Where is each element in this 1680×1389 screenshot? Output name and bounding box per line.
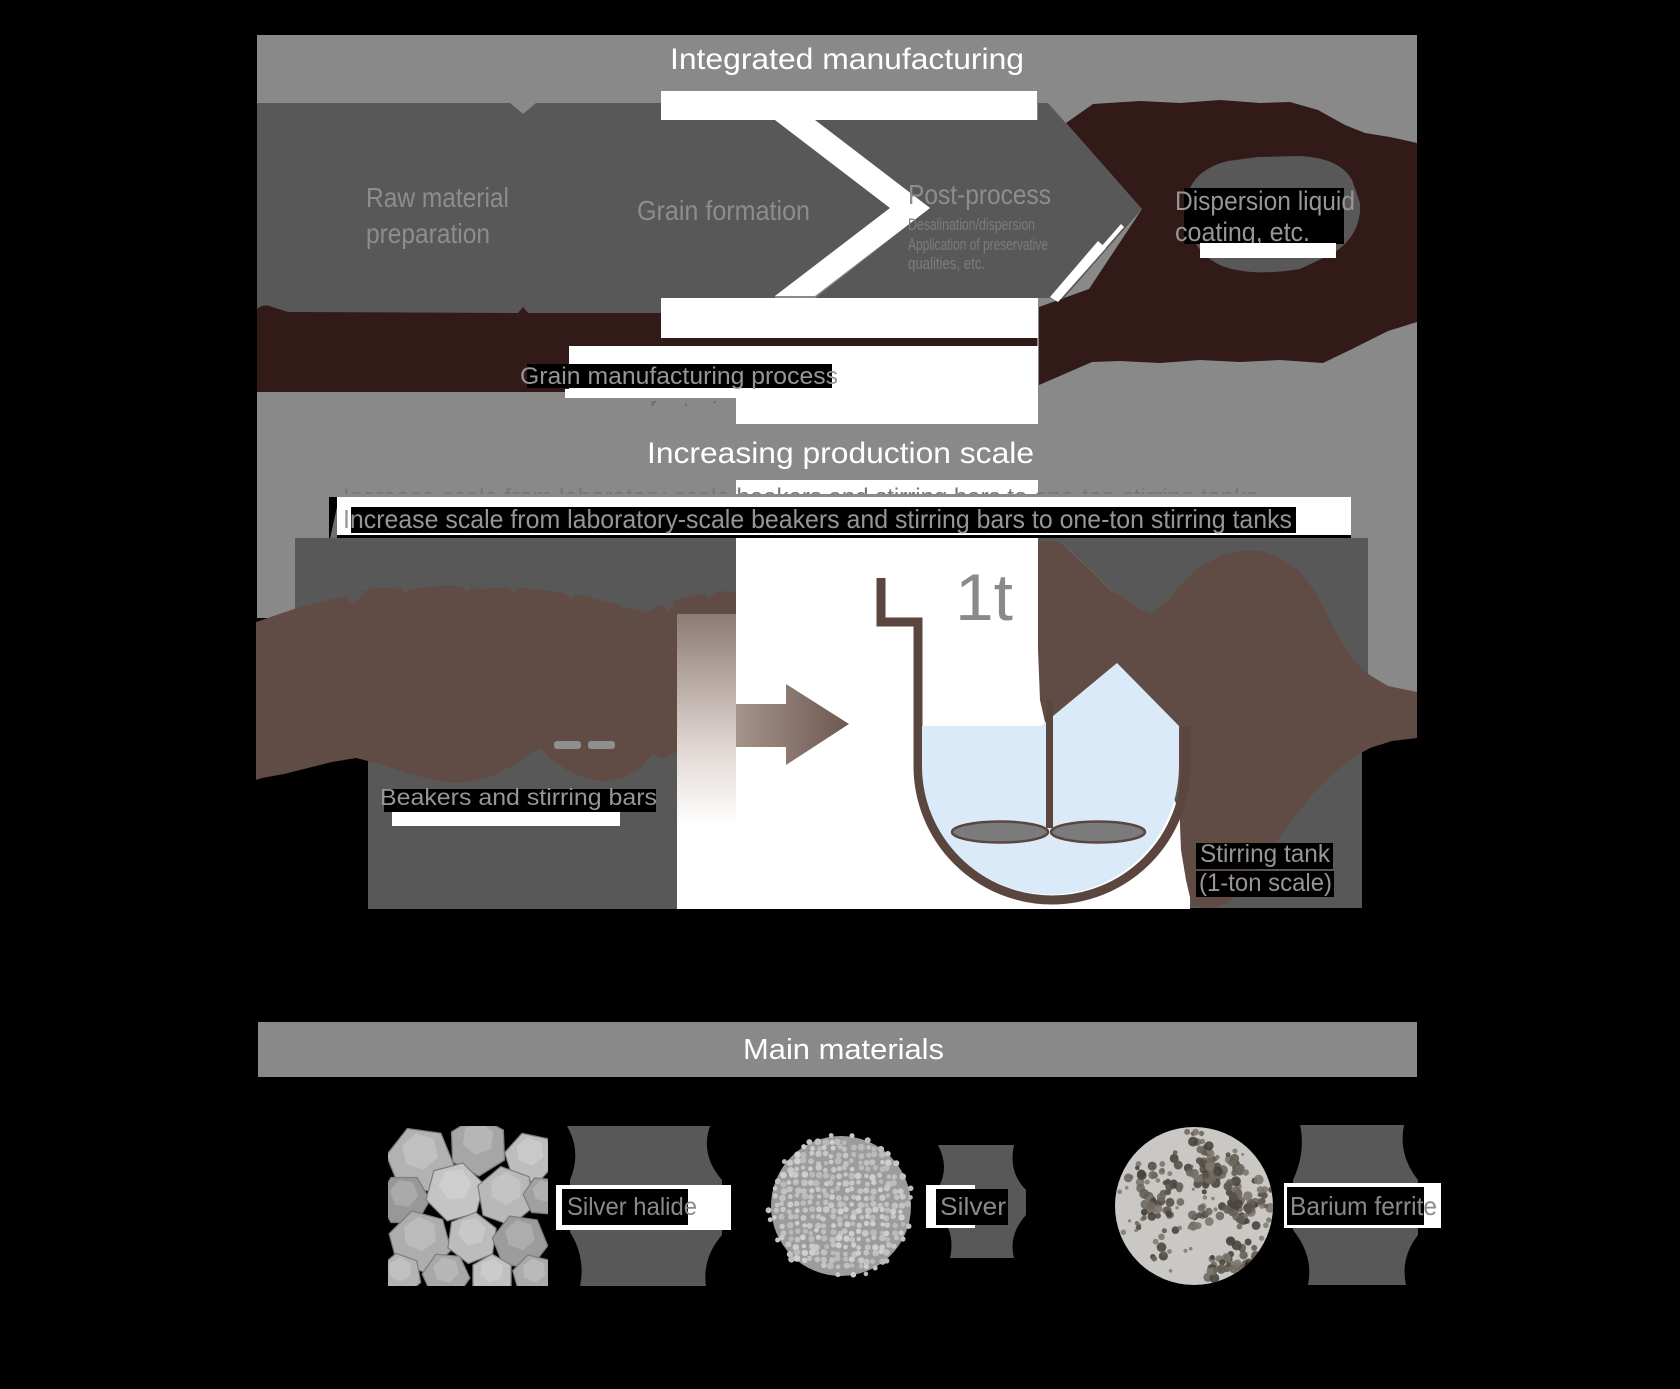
svg-text:Silver halide: Silver halide [567, 1193, 697, 1221]
svg-text:Dispersion liquid: Dispersion liquid [1175, 186, 1355, 216]
svg-text:Raw material: Raw material [366, 182, 509, 213]
svg-text:Beakers and stirring bars: Beakers and stirring bars [380, 784, 657, 810]
svg-text:(1-ton scale): (1-ton scale) [1199, 869, 1332, 897]
svg-text:Stirring tank: Stirring tank [1200, 840, 1330, 868]
svg-text:Desalination/dispersion: Desalination/dispersion [908, 215, 1035, 234]
svg-text:Increasing production scale: Increasing production scale [647, 437, 1034, 470]
svg-text:Integrated manufacturing: Integrated manufacturing [670, 43, 1024, 76]
svg-text:Barium ferrite: Barium ferrite [1290, 1191, 1437, 1221]
svg-text:coating, etc.: coating, etc. [1175, 217, 1310, 247]
svg-text:1t: 1t [955, 560, 1013, 634]
svg-text:Application of preservative: Application of preservative [908, 235, 1048, 254]
svg-text:Post-process: Post-process [908, 179, 1051, 210]
svg-text:Grain formation: Grain formation [637, 195, 810, 226]
svg-text:qualities, etc.: qualities, etc. [908, 254, 985, 273]
svg-text:Main materials: Main materials [743, 1034, 944, 1066]
svg-text:preparation: preparation [366, 218, 490, 249]
svg-text:Grain manufacturing process: Grain manufacturing process [520, 363, 838, 390]
svg-text:Silver: Silver [940, 1193, 1006, 1221]
svg-text:Increase scale from laboratory: Increase scale from laboratory-scale bea… [343, 504, 1292, 534]
